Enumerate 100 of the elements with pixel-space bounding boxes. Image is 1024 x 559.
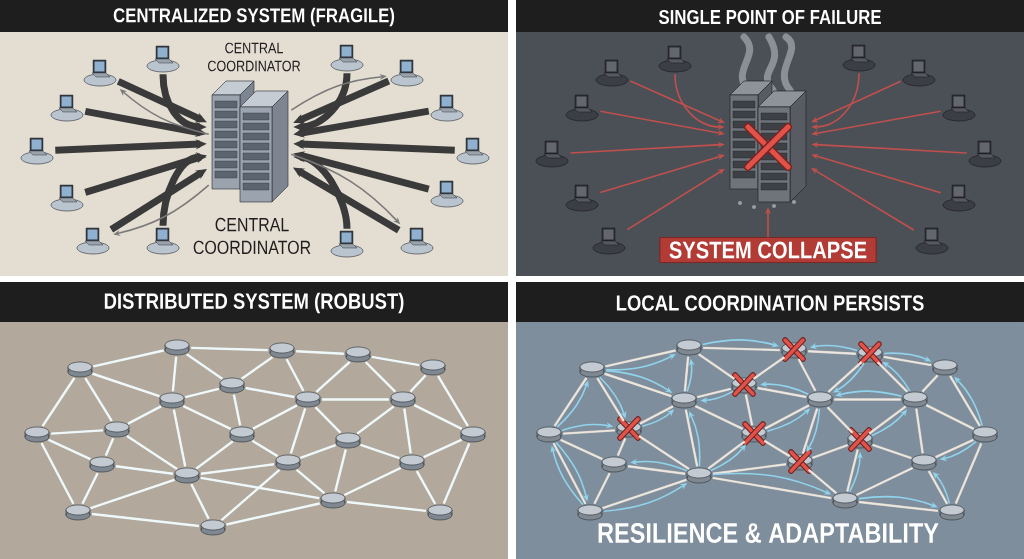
computer-icon <box>535 140 569 168</box>
status-banner: SYSTEM COLLAPSE <box>659 236 877 264</box>
network-node <box>601 456 627 473</box>
network-node <box>320 492 346 509</box>
network-node <box>577 504 603 521</box>
computer-icon <box>146 45 180 73</box>
network-node <box>335 432 361 449</box>
network-node <box>807 391 833 408</box>
network-node <box>579 361 605 378</box>
computer-icon <box>83 59 117 87</box>
arrow <box>689 411 701 468</box>
link-line <box>855 466 914 497</box>
link-line <box>241 356 273 380</box>
link-line <box>413 404 463 430</box>
computer-icon <box>390 59 424 87</box>
link-line <box>694 404 744 431</box>
network-node <box>89 456 115 473</box>
link-line <box>343 466 402 497</box>
network-node <box>295 391 321 408</box>
network-node <box>911 454 937 471</box>
link-line <box>295 350 345 355</box>
computer-icon <box>968 140 1002 168</box>
link-line <box>562 429 616 435</box>
computer-icon <box>915 227 949 255</box>
computer-icon <box>76 227 110 255</box>
link-line <box>314 406 342 434</box>
link-line <box>921 374 939 393</box>
link-line <box>801 407 819 455</box>
computer-icon <box>658 45 692 73</box>
link-line <box>172 409 187 467</box>
network-node <box>65 504 91 521</box>
network-node <box>902 391 928 408</box>
computer-icon <box>565 184 599 212</box>
network-node <box>420 359 446 376</box>
link-line <box>295 468 326 495</box>
link-line <box>252 404 298 430</box>
network-node <box>269 342 295 359</box>
link-line <box>40 442 75 505</box>
link-line <box>315 361 351 393</box>
link-line <box>84 377 113 422</box>
link-line <box>696 387 732 399</box>
link-line <box>638 435 690 470</box>
link-line <box>200 463 275 475</box>
link-line <box>684 409 699 467</box>
link-line <box>190 483 210 520</box>
network-node <box>932 359 958 376</box>
link-line <box>371 355 420 367</box>
network-node <box>832 492 858 509</box>
banner-text: RESILIENCE & ADAPTABILITY <box>598 523 939 543</box>
server-label: CENTRAL COORDINATOR <box>193 217 311 255</box>
link-line <box>927 470 949 505</box>
link-line <box>285 358 305 392</box>
link-line <box>442 442 471 505</box>
link-line <box>833 398 902 401</box>
link-line <box>92 349 165 368</box>
link-line <box>698 353 735 380</box>
link-line <box>616 437 627 457</box>
link-line <box>50 429 104 435</box>
computer-icon <box>565 94 599 122</box>
link-line <box>403 408 412 454</box>
link-line <box>757 386 807 399</box>
broken-server-drawing <box>729 33 807 209</box>
link-line <box>232 394 242 426</box>
link-line <box>437 375 469 427</box>
network-node <box>671 392 697 409</box>
link-line <box>883 355 932 367</box>
link-line <box>200 476 320 500</box>
link-line <box>811 443 849 460</box>
computer-icon <box>592 227 626 255</box>
link-line <box>81 472 99 505</box>
computer-icon <box>50 94 84 122</box>
arrow <box>629 80 725 123</box>
link-line <box>702 346 781 352</box>
panel-header: SINGLE POINT OF FAILURE <box>516 0 1024 32</box>
link-line <box>182 404 232 431</box>
link-line <box>683 356 690 392</box>
link-line <box>289 407 307 455</box>
link-line <box>359 443 401 460</box>
link-line <box>245 386 295 399</box>
computer-icon <box>50 184 84 212</box>
computer-icon <box>330 44 364 72</box>
link-line <box>603 372 673 398</box>
computer-icon <box>942 94 976 122</box>
network-node <box>67 361 93 378</box>
server-drawing <box>211 80 289 203</box>
network-node <box>427 504 453 521</box>
computer-icon <box>20 137 54 165</box>
link-line <box>415 470 437 505</box>
network-node <box>390 391 416 408</box>
failed-node-icon <box>847 427 873 452</box>
link-line <box>47 438 92 461</box>
panel-header: CENTRALIZED SYSTEM (FRAGILE) <box>0 0 508 32</box>
link-line <box>858 500 939 513</box>
link-line <box>807 350 857 355</box>
link-line <box>225 502 321 526</box>
link-line <box>356 405 395 435</box>
link-line <box>807 468 838 495</box>
link-line <box>753 356 785 380</box>
network-node <box>275 454 301 471</box>
link-line <box>41 377 76 427</box>
